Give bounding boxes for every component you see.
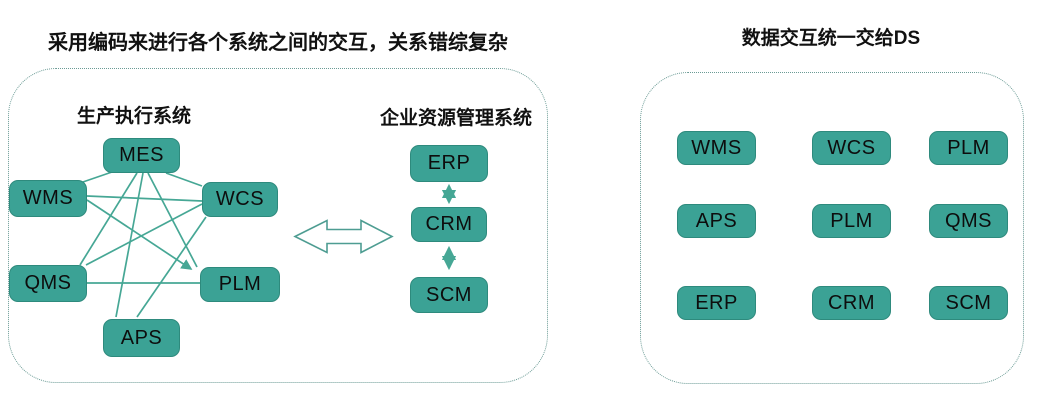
cluster-box-wcs: WCS: [202, 182, 278, 217]
grid-box-r2c3-qms: QMS: [929, 204, 1008, 238]
grid-box-r3c3-scm: SCM: [929, 286, 1008, 320]
right-panel: [640, 72, 1024, 384]
stack-box-crm: CRM: [411, 207, 487, 242]
cluster-box-qms: QMS: [9, 265, 87, 302]
left-panel: [8, 68, 548, 383]
grid-box-r3c1-erp: ERP: [677, 286, 756, 320]
grid-box-r1c3-plm: PLM: [929, 131, 1008, 165]
stack-box-scm: SCM: [410, 277, 488, 313]
cluster-box-mes: MES: [103, 138, 180, 173]
left-section-title: 采用编码来进行各个系统之间的交互，关系错综复杂: [48, 32, 508, 54]
cluster-box-aps: APS: [103, 319, 180, 357]
mes-group-title: 生产执行系统: [76, 106, 191, 127]
grid-box-r1c2-wcs: WCS: [812, 131, 891, 165]
right-section-title: 数据交互统一交给DS: [741, 28, 921, 49]
cluster-box-plm: PLM: [200, 267, 280, 302]
cluster-box-wms: WMS: [9, 180, 87, 217]
grid-box-r2c1-aps: APS: [677, 204, 756, 238]
stack-box-erp: ERP: [410, 145, 488, 182]
grid-box-r2c2-plm: PLM: [812, 204, 891, 238]
grid-box-r3c2-crm: CRM: [812, 286, 891, 320]
erp-group-title: 企业资源管理系统: [379, 108, 532, 129]
grid-box-r1c1-wms: WMS: [677, 131, 756, 165]
